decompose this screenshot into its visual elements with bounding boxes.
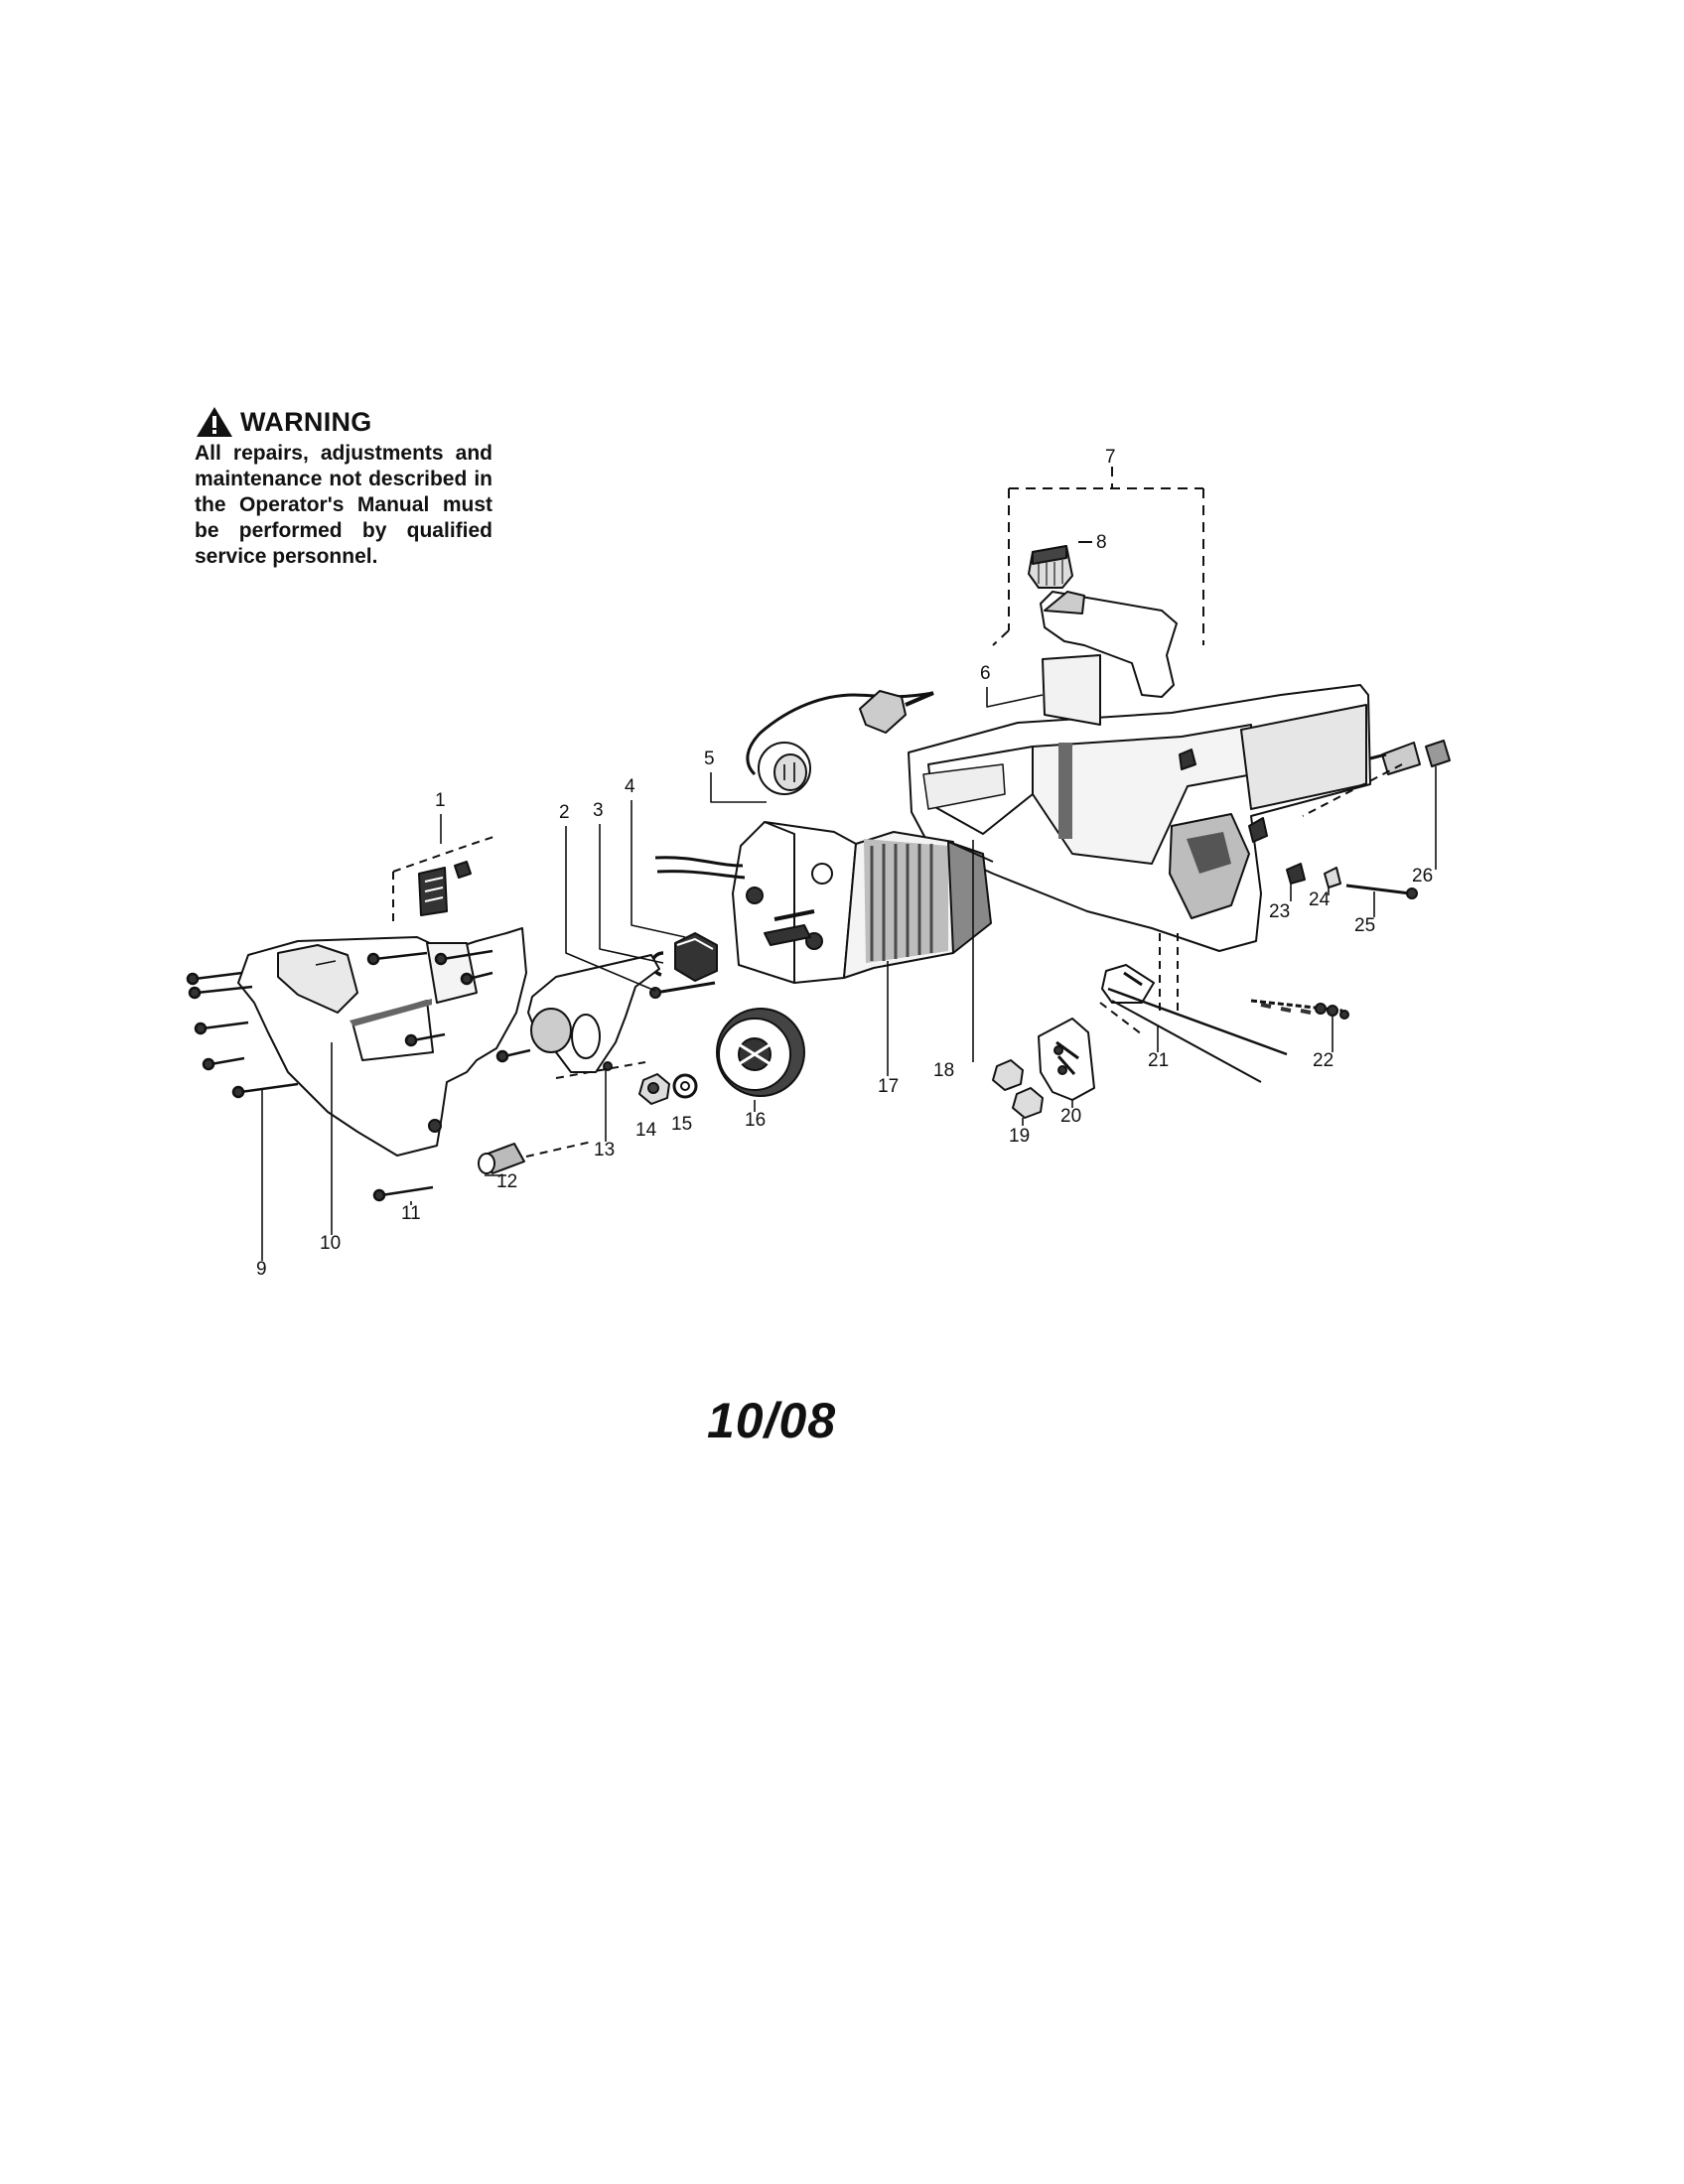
callout-12: 12 (496, 1171, 517, 1192)
callout-21: 21 (1148, 1050, 1169, 1071)
spacer-sleeve (478, 1141, 593, 1174)
tensioner-plate (1038, 1018, 1095, 1101)
callout-17: 17 (878, 1076, 899, 1097)
callout-6: 6 (980, 663, 991, 684)
callout-5: 5 (704, 749, 715, 769)
power-cord (746, 690, 934, 795)
callout-9: 9 (256, 1259, 267, 1280)
callout-14: 14 (635, 1120, 657, 1141)
guide-bar (1101, 964, 1288, 1083)
callout-8: 8 (1096, 532, 1107, 553)
leader-lines (261, 687, 1437, 1261)
chain-cover (237, 927, 527, 1157)
pinion-gear (674, 932, 718, 982)
bar-nuts (992, 1059, 1044, 1119)
warning-triangle-icon (197, 407, 232, 437)
callout-25: 25 (1354, 915, 1375, 936)
clip-assembly (392, 835, 497, 921)
nut-14 (638, 1073, 670, 1105)
callout-4: 4 (625, 776, 635, 797)
callout-2: 2 (559, 802, 570, 823)
cover-screws (186, 949, 531, 1202)
warning-notice: WARNING All repairs, adjustments and mai… (195, 405, 492, 570)
assembly-guides (1099, 933, 1179, 1035)
callout-18: 18 (933, 1060, 954, 1081)
callout-11: 11 (401, 1203, 421, 1224)
callout-24: 24 (1309, 889, 1331, 910)
assembly-bracket-7 (992, 467, 1204, 646)
callout-26: 26 (1412, 866, 1433, 887)
callout-10: 10 (320, 1233, 341, 1254)
callout-19: 19 (1009, 1126, 1030, 1147)
oil-cap (1028, 545, 1073, 589)
callout-15: 15 (671, 1114, 692, 1135)
callout-1: 1 (435, 790, 446, 811)
warning-title: WARNING (240, 406, 372, 437)
motor-assembly (654, 821, 994, 984)
assembly-guide-13 (555, 1061, 646, 1079)
washer-15 (672, 1073, 698, 1099)
callout-16: 16 (745, 1110, 766, 1131)
warning-text: All repairs, adjustments and maintenance… (195, 442, 492, 568)
saw-chain (1250, 999, 1349, 1020)
adjuster-parts (1286, 863, 1418, 899)
callout-13: 13 (594, 1140, 615, 1160)
callout-22: 22 (1313, 1050, 1333, 1071)
sprocket-cover-plate (527, 954, 660, 1073)
screw-2 (649, 981, 716, 999)
callout-23: 23 (1269, 901, 1290, 922)
handle-top (1040, 591, 1178, 726)
motor-housing (908, 684, 1371, 952)
revision-date: 10/08 (707, 1393, 837, 1448)
warning-header: WARNING (195, 405, 492, 439)
callout-7: 7 (1105, 447, 1116, 468)
callout-labels: 1 2 3 4 5 6 7 8 9 10 11 12 13 14 15 16 1… (256, 447, 1433, 1280)
callout-20: 20 (1060, 1106, 1081, 1127)
mounting-bolt (1302, 740, 1451, 817)
sprocket-gear (716, 1008, 805, 1097)
callout-3: 3 (593, 800, 604, 821)
